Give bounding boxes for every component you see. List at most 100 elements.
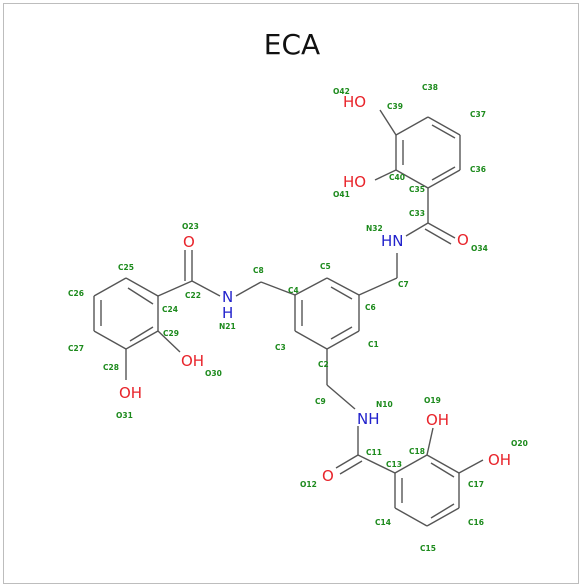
- bond: [330, 326, 353, 340]
- bond: [394, 454, 428, 474]
- bond: [330, 286, 353, 300]
- bond: [335, 454, 359, 469]
- hydroxyl-o31-symbol: OH: [119, 384, 142, 402]
- bond: [127, 287, 154, 305]
- bond: [93, 277, 127, 297]
- amine-n32-symbol: HN: [381, 232, 404, 250]
- atom-label-o34: O34: [471, 244, 488, 253]
- carbonyl-o34-symbol: O: [457, 231, 469, 249]
- atom-label-c3: C3: [275, 343, 286, 352]
- bond: [129, 326, 154, 342]
- atom-labels: O42 C39 C38 C37 C40 C36 C35 O41 C33 N32 …: [68, 83, 528, 553]
- atom-label-o19: O19: [424, 396, 441, 405]
- atom-label-c6: C6: [365, 303, 376, 312]
- bond-lines: [93, 109, 484, 527]
- bond: [405, 222, 429, 237]
- bond: [374, 169, 397, 181]
- atom-label-c33: C33: [409, 209, 425, 218]
- atom-label-c40: C40: [389, 173, 405, 182]
- bond: [427, 116, 461, 136]
- bond: [424, 228, 452, 245]
- bond: [430, 462, 455, 478]
- atom-label-o12: O12: [300, 480, 317, 489]
- bond: [394, 507, 428, 527]
- bond: [294, 330, 328, 350]
- atom-label-c26: C26: [68, 289, 84, 298]
- bond: [395, 116, 429, 136]
- bond: [339, 460, 363, 475]
- atom-label-c22: C22: [185, 291, 201, 300]
- bond: [458, 459, 484, 474]
- atom-label-c39: C39: [387, 102, 403, 111]
- atom-label-c15: C15: [420, 544, 436, 553]
- atom-label-c16: C16: [468, 518, 484, 527]
- element-symbols: HO HO O HN O N H OH OH NH O OH OH: [119, 93, 511, 485]
- atom-label-c11: C11: [366, 448, 382, 457]
- bond: [93, 330, 127, 350]
- atom-label-c9: C9: [315, 397, 326, 406]
- bond: [426, 454, 460, 474]
- atom-label-o30: O30: [205, 369, 222, 378]
- bond: [326, 384, 356, 410]
- atom-label-n32: N32: [366, 224, 383, 233]
- atom-label-c7: C7: [398, 280, 409, 289]
- bond: [357, 454, 396, 474]
- carbonyl-o23-symbol: O: [183, 233, 195, 251]
- bond: [426, 427, 434, 456]
- bond: [294, 277, 328, 296]
- atom-label-c36: C36: [470, 165, 486, 174]
- atom-label-o23: O23: [182, 222, 199, 231]
- atom-label-c24: C24: [162, 305, 178, 314]
- bond: [157, 280, 193, 297]
- bond: [157, 330, 181, 353]
- hydroxyl-o20-symbol: OH: [488, 451, 511, 469]
- atom-label-o20: O20: [511, 439, 528, 448]
- atom-label-c38: C38: [422, 83, 438, 92]
- bond: [431, 124, 456, 139]
- atom-label-c17: C17: [468, 480, 484, 489]
- hydroxyl-o42-symbol: HO: [343, 93, 366, 111]
- atom-label-c2: C2: [318, 360, 329, 369]
- bond: [379, 109, 397, 136]
- atom-label-o41: O41: [333, 190, 350, 199]
- atom-label-c29: C29: [163, 329, 179, 338]
- atom-label-n21: N21: [219, 322, 236, 331]
- atom-label-o31: O31: [116, 411, 133, 420]
- bond: [431, 166, 456, 181]
- atom-label-n10: N10: [376, 400, 393, 409]
- bond: [430, 503, 455, 519]
- atom-label-c5: C5: [320, 262, 331, 271]
- bond: [426, 507, 460, 527]
- atom-label-c1: C1: [368, 340, 379, 349]
- hydroxyl-o30-symbol: OH: [181, 352, 204, 370]
- atom-label-o42: O42: [333, 87, 350, 96]
- bond: [260, 281, 296, 296]
- page-title: ECA: [263, 28, 321, 61]
- bond: [235, 281, 262, 297]
- amine-n21-n-symbol: N: [222, 288, 233, 306]
- atom-label-c25: C25: [118, 263, 134, 272]
- carbonyl-o12-symbol: O: [322, 467, 334, 485]
- atom-label-c14: C14: [375, 518, 391, 527]
- bond: [427, 222, 456, 239]
- bond: [358, 277, 398, 296]
- bond: [125, 330, 159, 350]
- bond: [191, 280, 221, 297]
- bond: [125, 277, 159, 297]
- bond: [326, 330, 360, 350]
- atom-label-c28: C28: [103, 363, 119, 372]
- bond: [395, 169, 429, 189]
- amine-n10-symbol: NH: [357, 410, 380, 428]
- amine-n21-h-symbol: H: [222, 304, 233, 322]
- atom-label-c35: C35: [409, 185, 425, 194]
- atom-label-c4: C4: [288, 286, 299, 295]
- atom-label-c18: C18: [409, 447, 425, 456]
- bond: [427, 169, 461, 189]
- atom-label-c13: C13: [386, 460, 402, 469]
- atom-label-c27: C27: [68, 344, 84, 353]
- hydroxyl-o19-symbol: OH: [426, 411, 449, 429]
- bond: [326, 277, 360, 296]
- atom-label-c37: C37: [470, 110, 486, 119]
- hydroxyl-o41-symbol: HO: [343, 173, 366, 191]
